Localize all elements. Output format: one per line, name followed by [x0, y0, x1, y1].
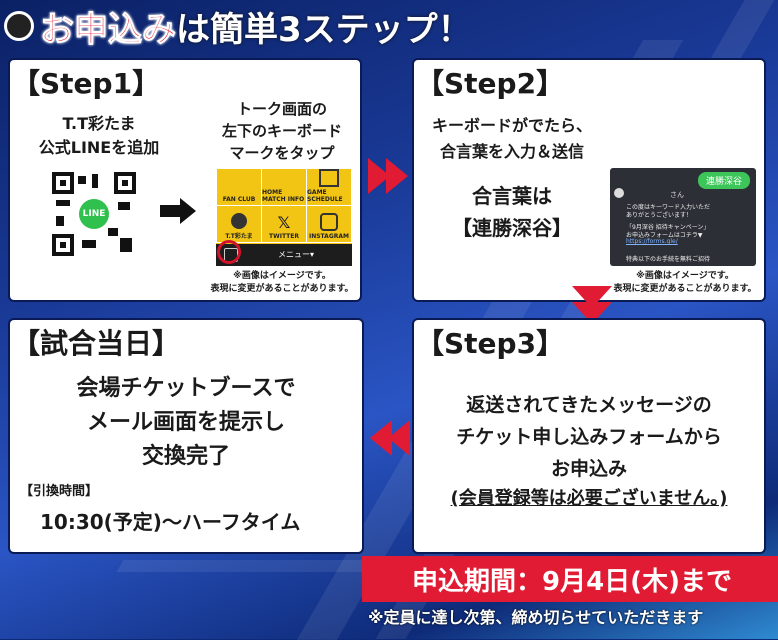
- step3-panel: 【Step3】 返送されてきたメッセージの チケット申し込みフォームから お申込…: [414, 320, 764, 552]
- qr-module: [56, 200, 70, 206]
- closing-note: ※定員に達し次第、締め切らせていただきます: [368, 608, 704, 627]
- tile-label: TWITTER: [269, 233, 299, 240]
- matchday-header: 【試合当日】: [12, 327, 181, 360]
- step3-line3: お申込み: [550, 458, 627, 480]
- exchange-time-value: 10:30(予定)～ハーフタイム: [40, 510, 301, 534]
- qr-finder: [52, 234, 74, 256]
- menu-tile-instagram: INSTAGRAM: [306, 205, 352, 243]
- menu-bar: メニュー▾: [216, 240, 352, 266]
- chat-bubble: 連勝深谷: [697, 172, 750, 189]
- step2-note-line2: 表現に変更があることがあります。: [613, 284, 757, 294]
- keyword-value: 【連勝深谷】: [452, 216, 572, 240]
- step3-header: 【Step3】: [416, 327, 565, 360]
- chat-name: さん: [670, 191, 684, 199]
- qr-code: LINE: [52, 172, 136, 256]
- qr-finder: [114, 172, 136, 194]
- chat-screenshot: 連勝深谷 さん この度はキーワード入力いただ ありがとうございます！ 「9月深谷…: [610, 168, 756, 266]
- menu-tile-schedule: GAME SCHEDULE: [306, 168, 352, 206]
- menu-tile-twitter: 𝕏 TWITTER: [261, 205, 307, 243]
- step1-left-line1: T.T彩たま: [62, 114, 136, 133]
- matchday-line1: 会場チケットブースで: [76, 376, 296, 401]
- step1-header: 【Step1】: [12, 67, 161, 100]
- menu-tile-team: T.T彩たま: [216, 205, 262, 243]
- step2-header: 【Step2】: [416, 67, 565, 100]
- chat-link[interactable]: https://forms.gle/: [626, 238, 678, 245]
- menu-bar-label: メニュー▾: [278, 250, 315, 259]
- step1-panel: 【Step1】 T.T彩たま 公式LINEを追加 LINE トーク画面の 左下の…: [10, 60, 360, 300]
- arrow-step3-to-matchday: [370, 420, 392, 456]
- calendar-icon: [319, 169, 339, 187]
- keyboard-highlight-circle: [217, 240, 241, 264]
- title-highlight: お申込み: [40, 9, 177, 50]
- step1-left-line2: 公式LINEを追加: [38, 138, 160, 157]
- qr-module: [118, 202, 130, 210]
- arrow-step1-to-step2: [368, 158, 390, 194]
- chat-msg-line2: ありがとうございます！: [626, 212, 693, 219]
- application-period-banner: 申込期間：9月4日(木)まで: [362, 556, 778, 602]
- arrow-step3-to-matchday: [388, 420, 410, 456]
- step3-line1: 返送されてきたメッセージの: [466, 394, 712, 416]
- chat-msg-line3: 「9月深谷 招待キャンペーン」: [626, 224, 710, 231]
- step1-right-line3: マークをタップ: [229, 144, 335, 162]
- menu-tile-homematch: HOME MATCH INFO: [261, 168, 307, 206]
- chat-footer: 特典以下のお手続を無料ご招待: [626, 256, 711, 263]
- step2-lead-line1: キーボードがでたら、: [431, 116, 592, 135]
- tile-label: INSTAGRAM: [308, 233, 349, 240]
- bullet-icon: [4, 11, 34, 41]
- application-period: 申込期間：9月4日(木)まで: [412, 566, 732, 597]
- chat-msg-line1: この度はキーワード入力いただ: [626, 204, 711, 211]
- keyword-label: 合言葉は: [472, 184, 552, 208]
- step2-panel: 【Step2】 キーボードがでたら、 合言葉を入力＆送信 合言葉は 【連勝深谷】…: [414, 60, 764, 300]
- step1-note-line1: ※画像はイメージです。: [233, 271, 331, 281]
- tile-label: T.T彩たま: [225, 233, 253, 240]
- matchday-line2: メール画面を提示し: [86, 410, 285, 435]
- line-menu-mock: FAN CLUB HOME MATCH INFO GAME SCHEDULE T…: [216, 168, 352, 266]
- page-title: お申込み は簡単3ステップ！: [0, 0, 472, 52]
- title-rest: は簡単3ステップ！: [176, 9, 472, 50]
- tile-label: FAN CLUB: [222, 196, 256, 203]
- qr-module: [120, 238, 132, 252]
- tile-label: HOME MATCH INFO: [262, 189, 305, 203]
- qr-module: [108, 228, 118, 236]
- step3-line4: (会員登録等は必要ございません。): [450, 488, 728, 509]
- qr-module: [92, 174, 98, 188]
- chat-msg-line4: お申込みフォームはコチラ▼: [626, 232, 703, 239]
- qr-module: [82, 240, 96, 248]
- step1-right-line1: トーク画面の: [236, 100, 327, 118]
- step3-line2: チケット申し込みフォームから: [456, 426, 722, 448]
- x-logo-icon: 𝕏: [277, 213, 291, 232]
- exchange-time-label: 【引換時間】: [20, 484, 99, 499]
- arrow-right-head: [180, 198, 196, 224]
- step1-note-line2: 表現に変更があることがあります。: [210, 284, 354, 294]
- arrow-right-icon: [160, 205, 184, 217]
- decor-stripe: [116, 560, 384, 572]
- arrow-step1-to-step2: [386, 158, 408, 194]
- instagram-icon: [320, 213, 338, 231]
- step2-note-line1: ※画像はイメージです。: [636, 271, 734, 281]
- step2-lead-line2: 合言葉を入力＆送信: [439, 142, 584, 161]
- tile-label: GAME SCHEDULE: [307, 189, 343, 203]
- avatar: [614, 188, 624, 198]
- qr-module: [56, 216, 64, 226]
- line-logo-icon: LINE: [79, 199, 109, 229]
- step1-right-line2: 左下のキーボード: [221, 122, 342, 140]
- matchday-panel: 【試合当日】 会場チケットブースで メール画面を提示し 交換完了 【引換時間】 …: [10, 320, 362, 552]
- matchday-line3: 交換完了: [141, 444, 230, 469]
- ping-pong-icon: [231, 213, 247, 229]
- arrow-step2-to-step3: [572, 302, 612, 324]
- qr-module: [78, 176, 86, 184]
- menu-tile-fanclub: FAN CLUB: [216, 168, 262, 206]
- qr-finder: [52, 172, 74, 194]
